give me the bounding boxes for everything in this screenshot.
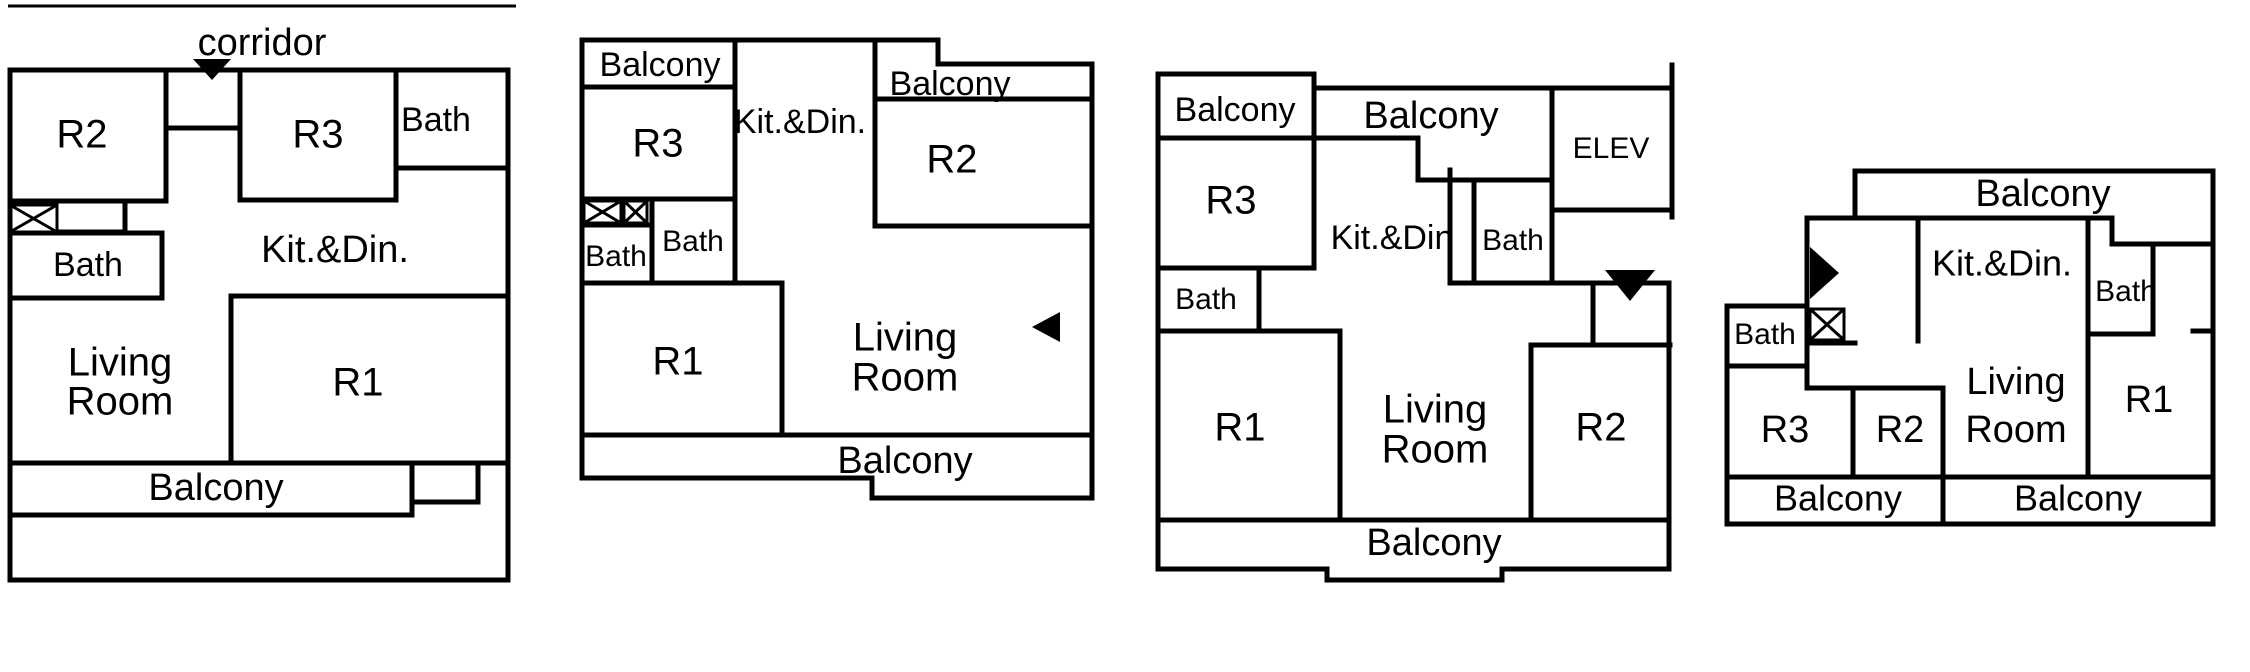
room-r1-label: R1 (1214, 406, 1265, 450)
r2-wall (1528, 342, 1673, 523)
plan-4: Balcony Kit.&Din. Bath Bath R3 R2 Living… (1724, 168, 2216, 527)
balcony-step (409, 460, 481, 505)
room-r2-label: R2 (1575, 406, 1626, 450)
living-room-label: Room (67, 380, 174, 424)
room-r1-label: R1 (2125, 379, 2174, 421)
closet (1808, 307, 1846, 342)
kitchen-top-wall (1311, 135, 1555, 183)
balcony-label: Balcony (1366, 522, 1501, 564)
living-room-label: Living (1966, 361, 2065, 403)
bath-label: Bath (53, 246, 123, 284)
r3-r2-top-wall (1804, 382, 1946, 478)
r2-wall (7, 67, 169, 204)
plan-2: Balcony Kit.&Din. Balcony R3 R2 Bath Bat… (579, 37, 1095, 501)
balcony-label: Balcony (1774, 478, 1902, 519)
living-room-label: Living (1383, 388, 1488, 432)
room-r3-label: R3 (1761, 409, 1810, 451)
r1-wall (1155, 328, 1343, 523)
kitchen-dining-label: Kit.&Din (1331, 219, 1454, 257)
room-r2-label: R2 (56, 113, 107, 157)
r3-wall (237, 67, 399, 203)
entrance-arrow-right-icon (1810, 247, 1839, 299)
closet-wall (54, 202, 128, 235)
room-r3-label: R3 (1205, 179, 1256, 223)
r1-wall (228, 293, 511, 466)
balcony-label: Balcony (600, 46, 721, 84)
plan-2-outer-wall (579, 37, 1095, 501)
bath-label: Bath (585, 240, 647, 273)
kitchen-dining-label: Kit.&Din. (734, 103, 866, 141)
plan-1-outer-wall (7, 67, 511, 583)
balcony-label: Balcony (1975, 173, 2110, 215)
living-room-label: Room (1382, 428, 1489, 472)
plan-3: Balcony Balcony ELEV R3 Kit.&Din Bath Ba… (1155, 62, 1675, 583)
bath-left-wall (7, 230, 165, 301)
plan-4-outer-wall (1724, 168, 2216, 527)
r1-wall (579, 280, 785, 438)
bath-right-wall (2085, 243, 2156, 337)
entrance-arrow-left-icon (1032, 312, 1060, 342)
balcony-label: Balcony (837, 440, 972, 482)
room-r1-label: R1 (332, 361, 383, 405)
bath-label: Bath (1482, 224, 1544, 257)
balcony-label: Balcony (1175, 91, 1296, 129)
entrance-arrow-down-icon (1605, 270, 1655, 301)
balcony-outline (7, 460, 415, 518)
balcony-step (2109, 215, 2216, 247)
room-r2-label: R2 (926, 138, 977, 182)
bath-label: Bath (2095, 275, 2157, 308)
living-room-label: Living (853, 316, 958, 360)
room-r2-label: R2 (1876, 409, 1925, 451)
plan-3-outer-wall (1155, 71, 1672, 583)
bath-label: Bath (1734, 318, 1796, 351)
living-room-label: Room (852, 356, 959, 400)
bath-label: Bath (1175, 283, 1237, 316)
plan-1: corridor R2 R3 Bath Bath Kit.&Din. Livin… (7, 4, 516, 583)
kitchen-dining-label: Kit.&Din. (1932, 243, 2072, 284)
room-r1-label: R1 (652, 340, 703, 384)
bath-label: Bath (401, 101, 471, 139)
living-room-label: Room (1965, 409, 2066, 451)
balcony-label: Balcony (1363, 95, 1498, 137)
balcony-label: Balcony (148, 467, 283, 509)
balcony-label: Balcony (2014, 478, 2142, 519)
elevator-label: ELEV (1573, 132, 1650, 165)
bath-label: Bath (662, 225, 724, 258)
room-r3-label: R3 (632, 122, 683, 166)
balcony-label: Balcony (890, 65, 1011, 103)
living-room-label: Living (68, 341, 173, 385)
corridor-label: corridor (198, 22, 327, 64)
kitchen-dining-label: Kit.&Din. (261, 229, 409, 271)
plan-3-top-wall (1155, 71, 1673, 91)
room-r3-label: R3 (292, 113, 343, 157)
